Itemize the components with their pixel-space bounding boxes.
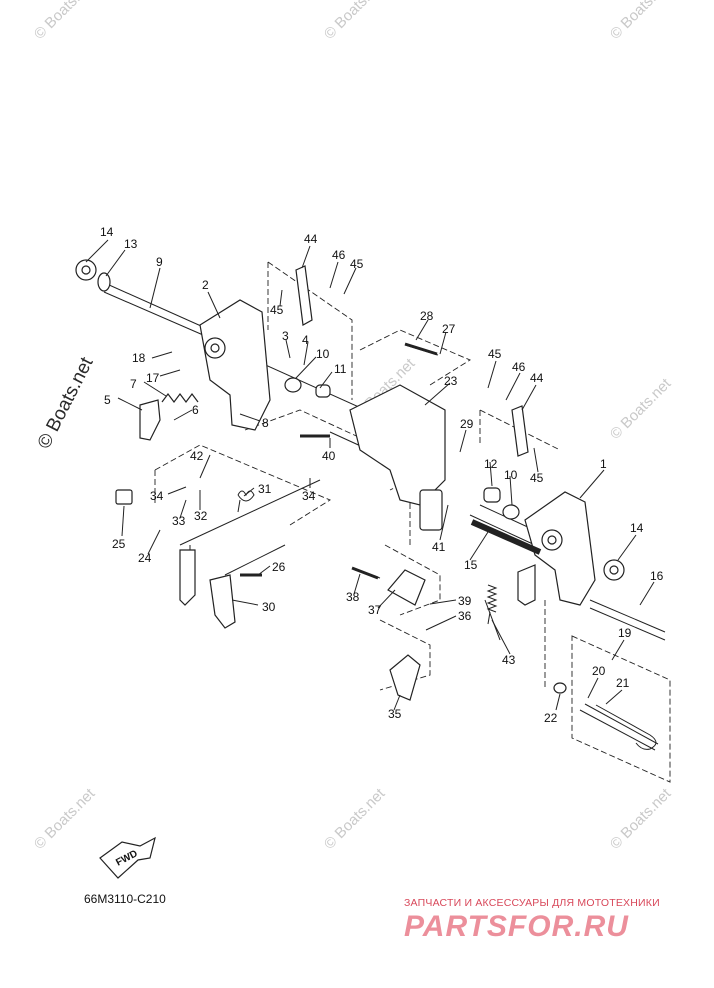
part-label: 14 bbox=[630, 521, 644, 535]
part-label: 14 bbox=[100, 225, 114, 239]
spring-43 bbox=[486, 584, 498, 625]
clip-25 bbox=[115, 489, 133, 505]
part-label: 38 bbox=[346, 590, 360, 604]
watermark: © Boats.net bbox=[31, 785, 99, 853]
part-label: 16 bbox=[650, 569, 664, 583]
part-label: 33 bbox=[172, 514, 186, 528]
part-label: 39 bbox=[458, 594, 472, 608]
part-label: 43 bbox=[502, 653, 516, 667]
part-label: 18 bbox=[132, 351, 146, 365]
part-label: 36 bbox=[458, 609, 472, 623]
watermark: © Boats.net bbox=[607, 0, 675, 43]
link-44-left bbox=[295, 265, 313, 326]
part-label: 13 bbox=[124, 237, 138, 251]
watermark-group: © Boats.net © Boats.net © Boats.net © Bo… bbox=[31, 0, 675, 853]
bushing-11 bbox=[315, 384, 331, 398]
part-label: 45 bbox=[530, 471, 544, 485]
tilt-lever-5 bbox=[139, 399, 161, 441]
part-label: 11 bbox=[334, 362, 347, 376]
part-number-labels: 14 13 9 2 18 17 7 5 6 3 4 8 10 11 44 46 … bbox=[100, 225, 664, 725]
part-label: 46 bbox=[512, 360, 526, 374]
fwd-arrow bbox=[99, 836, 156, 879]
plate-35 bbox=[389, 654, 421, 701]
part-label: 31 bbox=[258, 482, 272, 496]
part-label: 21 bbox=[616, 676, 630, 690]
part-label: 34 bbox=[150, 489, 164, 503]
swivel-bracket bbox=[349, 384, 446, 506]
lever-30 bbox=[209, 574, 236, 629]
part-label: 22 bbox=[544, 711, 558, 725]
part-label: 29 bbox=[460, 417, 474, 431]
lever-24 bbox=[179, 549, 196, 606]
part-label: 7 bbox=[130, 377, 137, 391]
part-label: 35 bbox=[388, 707, 402, 721]
plate-37 bbox=[387, 569, 426, 606]
part-label: 42 bbox=[190, 449, 204, 463]
part-label: 45 bbox=[350, 257, 364, 271]
part-label: 40 bbox=[322, 449, 336, 463]
watermark: © Boats.net bbox=[31, 0, 99, 43]
part-label: 24 bbox=[138, 551, 152, 565]
bushing-10-right bbox=[502, 504, 520, 520]
part-label: 44 bbox=[304, 232, 318, 246]
part-label: 27 bbox=[442, 322, 456, 336]
bolt-38 bbox=[351, 566, 379, 580]
link-44-right bbox=[511, 405, 529, 457]
part-label: 34 bbox=[302, 489, 316, 503]
part-label: 45 bbox=[270, 303, 284, 317]
part-label: 15 bbox=[464, 558, 478, 572]
part-label: 30 bbox=[262, 600, 276, 614]
component-shapes: FWD bbox=[75, 259, 657, 879]
bolt-28 bbox=[404, 342, 438, 356]
label-leaders bbox=[85, 239, 655, 711]
part-label: 3 bbox=[282, 329, 289, 343]
bushing-12 bbox=[483, 487, 501, 503]
part-label: 10 bbox=[316, 347, 330, 361]
part-label: 20 bbox=[592, 664, 606, 678]
part-label: 46 bbox=[332, 248, 346, 262]
part-label: 9 bbox=[156, 255, 163, 269]
spring-7 bbox=[161, 393, 199, 403]
part-label: 32 bbox=[194, 509, 208, 523]
spring-31 bbox=[237, 490, 255, 513]
right-stern-bracket bbox=[524, 491, 596, 606]
watermark: © Boats.net bbox=[321, 0, 389, 43]
part-label: 4 bbox=[302, 333, 309, 347]
part-label: 2 bbox=[202, 278, 209, 292]
watermark: © Boats.net bbox=[607, 785, 675, 853]
part-label: 19 bbox=[618, 626, 632, 640]
tilt-pin-19 bbox=[595, 704, 657, 750]
part-label: 12 bbox=[484, 457, 498, 471]
part-label: 44 bbox=[530, 371, 544, 385]
drawing-code: 66M3110-C210 bbox=[84, 892, 166, 906]
tilt-lever-right bbox=[517, 564, 536, 606]
watermark: © Boats.net bbox=[321, 785, 389, 853]
cap-22 bbox=[553, 682, 567, 694]
watermark: © Boats.net bbox=[607, 375, 675, 443]
part-label: 5 bbox=[104, 393, 111, 407]
part-label: 26 bbox=[272, 560, 286, 574]
bushing-10-left bbox=[284, 377, 302, 393]
part-label: 8 bbox=[262, 416, 269, 430]
part-label: 23 bbox=[444, 374, 458, 388]
left-stern-bracket bbox=[199, 299, 271, 431]
brand-logo: PARTSFOR.RU bbox=[404, 910, 629, 943]
tilt-rod-15 bbox=[470, 519, 542, 555]
part-label: 37 bbox=[368, 603, 382, 617]
watermark-dark: © Boats.net bbox=[34, 353, 98, 452]
brand-subtitle: ЗАПЧАСТИ И АКСЕССУАРЫ ДЛЯ МОТОТЕХНИКИ bbox=[404, 897, 660, 909]
part-label: 10 bbox=[504, 468, 518, 482]
part-label: 25 bbox=[112, 537, 126, 551]
part-label: 28 bbox=[420, 309, 434, 323]
part-label: 1 bbox=[600, 457, 607, 471]
part-label: 45 bbox=[488, 347, 502, 361]
part-label: 41 bbox=[432, 540, 446, 554]
part-label: 6 bbox=[192, 403, 199, 417]
part-label: 17 bbox=[146, 371, 160, 385]
